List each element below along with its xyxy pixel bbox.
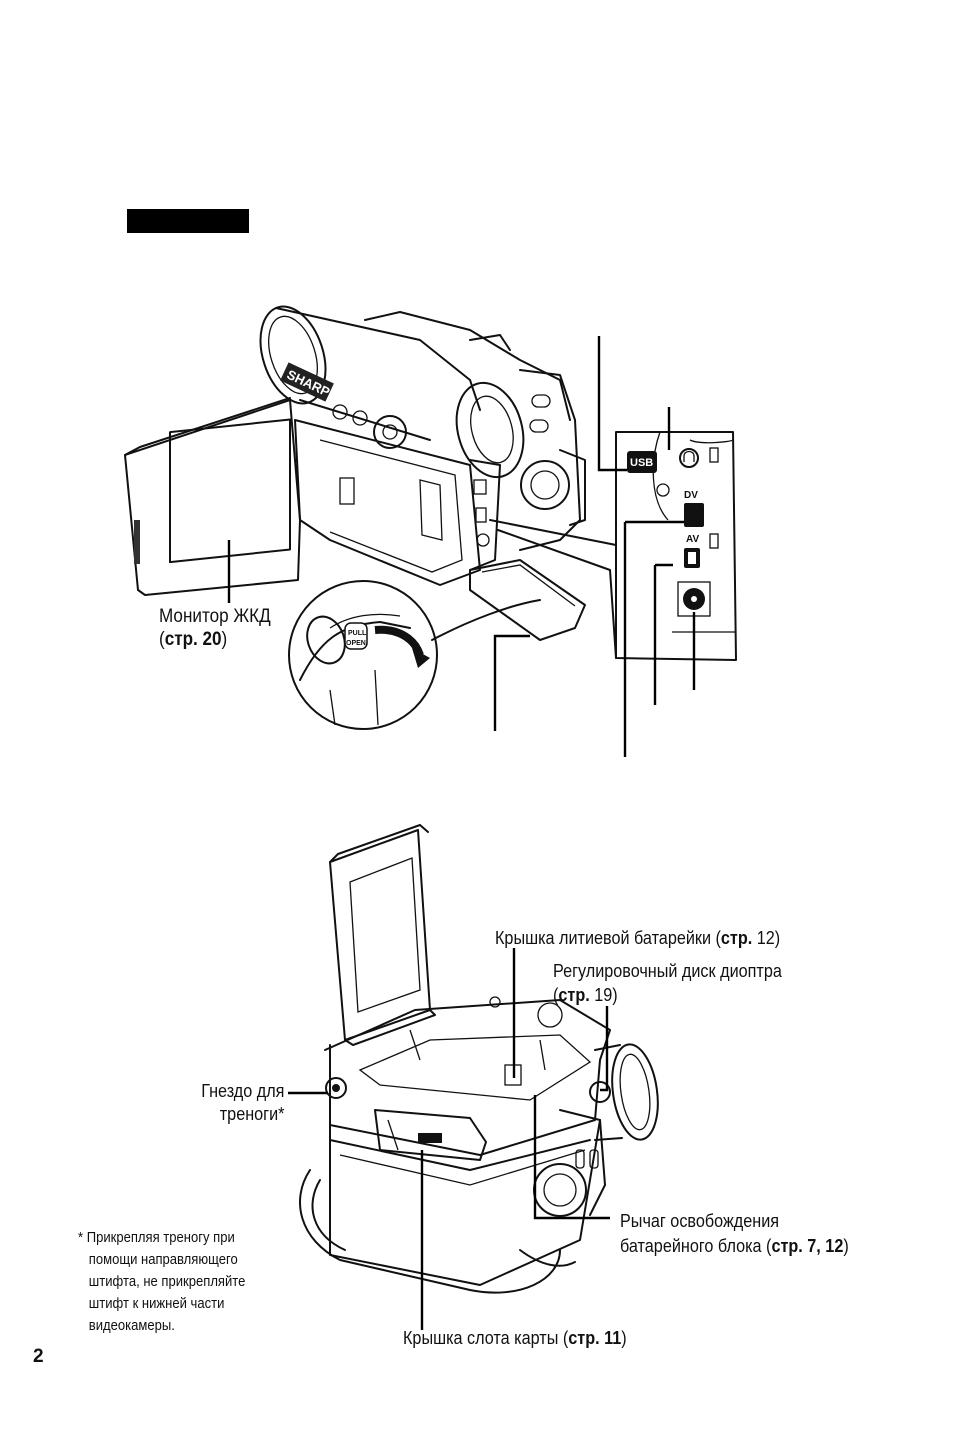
tripod-socket-label: Гнездо для треноги*	[201, 1080, 284, 1126]
pull-open-line1: PULL	[348, 630, 367, 637]
lcd-monitor-ref-bold: стр. 20	[164, 629, 222, 650]
lithium-cover-bold: стр.	[720, 928, 753, 948]
footnote-line-2: помощи направляющего	[88, 1252, 238, 1268]
battery-release-line1: Рычаг освобождения	[620, 1211, 780, 1231]
diopter-dial-label: Регулировочный диск диоптра (стр. 19)	[553, 959, 782, 1007]
lithium-battery-cover-label: Крышка литиевой батарейки (стр. 12)	[495, 928, 780, 949]
camcorder-bottom-view	[299, 824, 659, 1294]
card-cover-close: )	[621, 1328, 627, 1348]
diopter-line1: Регулировочный диск диоптра	[553, 961, 782, 981]
lithium-cover-text: Крышка литиевой батарейки (	[495, 928, 721, 948]
footnote-line-3: штифта, не прикрепляйте	[88, 1274, 246, 1290]
lcd-monitor-label: Монитор ЖКД (стр. 20)	[159, 605, 271, 651]
lcd-monitor-ref-open: (	[159, 629, 165, 650]
battery-release-lever-label: Рычаг освобождения батарейного блока (ст…	[620, 1209, 849, 1259]
battery-release-line2-bold: стр. 7, 12	[771, 1236, 844, 1256]
dv-label: DV	[684, 490, 698, 501]
jack-panel-detail: USB DV AV	[489, 431, 737, 661]
av-label: AV	[686, 534, 699, 545]
usb-label: USB	[630, 457, 653, 469]
tripod-line2: треноги*	[219, 1104, 284, 1124]
page-number: 2	[33, 1346, 44, 1367]
camcorder-side-view: SHARP	[124, 305, 586, 730]
top-leader-lines	[227, 336, 696, 757]
tripod-line1: Гнездо для	[200, 1081, 284, 1101]
diopter-line2-bold: стр.	[558, 985, 590, 1005]
section-header-bar	[127, 209, 249, 233]
footnote-line-1: * Прикрепляя треногу при	[78, 1230, 235, 1246]
card-slot-cover-label: Крышка слота карты (стр. 11)	[403, 1328, 627, 1349]
battery-release-line2-close: )	[843, 1236, 849, 1256]
battery-release-line2-text: батарейного блока (	[620, 1236, 772, 1256]
diopter-line2-open: (	[553, 985, 559, 1005]
card-cover-text: Крышка слота карты (	[403, 1328, 569, 1348]
card-cover-bold: стр. 11	[568, 1328, 622, 1348]
lithium-cover-rest: 12)	[752, 928, 781, 948]
lcd-monitor-name: Монитор ЖКД	[159, 606, 271, 627]
footnote-line-4: штифт к нижней части	[88, 1296, 225, 1312]
bottom-leader-lines	[288, 948, 610, 1330]
pull-open-line2: OPEN	[346, 640, 366, 647]
lcd-monitor-ref-close: )	[221, 629, 228, 650]
tripod-footnote: * Прикрепляя треногу при помощи направля…	[78, 1227, 308, 1337]
footnote-line-5: видеокамеры.	[88, 1318, 175, 1334]
diopter-line2-rest: 19)	[589, 985, 618, 1005]
